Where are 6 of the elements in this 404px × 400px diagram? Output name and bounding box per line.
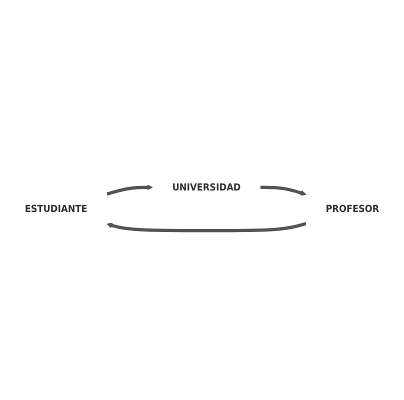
- node-text: PROFESOR: [326, 202, 380, 214]
- node-text: ESTUDIANTE: [24, 202, 88, 214]
- arrow: [106, 184, 153, 196]
- arrow: [260, 185, 306, 196]
- node-text: UNIVERSIDAD: [172, 180, 241, 193]
- arrow: [106, 222, 307, 232]
